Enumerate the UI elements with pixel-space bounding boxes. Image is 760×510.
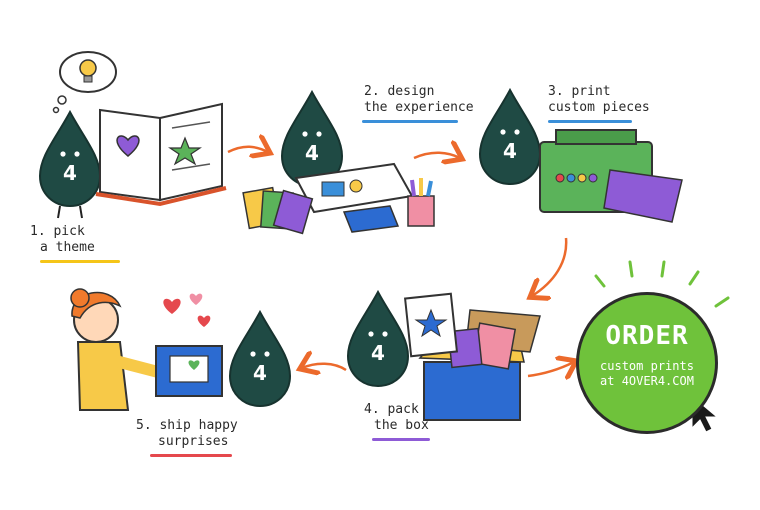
step-3-underline (548, 120, 632, 123)
arrow-1-to-2 (227, 147, 268, 152)
step-1-underline (40, 260, 120, 263)
step-4-illustration: 4 (347, 291, 541, 421)
arrow-4-to-order (527, 362, 574, 376)
design-sheet (294, 162, 414, 214)
lightbulb-icon (79, 59, 97, 83)
mascot-3: 4 (479, 89, 541, 185)
step-2-underline (362, 120, 458, 123)
star-card (403, 292, 459, 358)
pencil-cup (407, 178, 435, 227)
flow-arrows (227, 147, 574, 376)
order-subtitle-line1: custom prints (600, 359, 694, 373)
step-2-label: 2. design the experience (364, 84, 474, 116)
step-4-line1: pack (387, 402, 419, 417)
step-1-illustration: 4 (39, 51, 227, 219)
step-5-illustration: 4 (70, 288, 291, 411)
step-3-illustration: 4 (479, 89, 683, 223)
mascot-1-badge: 4 (63, 161, 77, 185)
step-1-line1: pick (53, 224, 85, 239)
step-1-label: 1. pick a theme (30, 224, 95, 256)
step-4-number: 4. (364, 402, 380, 417)
mascot-2-badge: 4 (305, 141, 319, 165)
mascot-1: 4 (39, 111, 101, 219)
step-2-line1: design (387, 84, 435, 99)
heart-icon (163, 293, 211, 327)
open-box (418, 309, 541, 421)
order-title: ORDER (605, 321, 689, 351)
step-3-number: 3. (548, 84, 564, 99)
color-swatches (242, 186, 314, 235)
gift-box (155, 345, 223, 397)
step-4-underline (372, 438, 430, 441)
order-subtitle-line2: at 4OVER4.COM (600, 374, 694, 388)
step-1-line2: a theme (40, 240, 95, 255)
printed-sheet (603, 169, 683, 223)
star-icon (168, 136, 202, 166)
step-5-underline (150, 454, 232, 457)
step-5-number: 5. (136, 418, 152, 433)
mascot-3-badge: 4 (503, 139, 517, 163)
arrow-4-to-5 (302, 364, 347, 370)
step-3-line2: custom pieces (548, 100, 650, 115)
step-2-illustration: 4 (242, 91, 435, 235)
step-2-number: 2. (364, 84, 380, 99)
step-1-number: 1. (30, 224, 46, 239)
arrow-2-to-3 (413, 153, 460, 158)
cta-burst (594, 260, 730, 308)
mascot-5: 4 (229, 311, 291, 407)
step-5-label: 5. ship happy surprises (136, 418, 238, 450)
pattern-paper (342, 205, 400, 233)
open-book (95, 102, 227, 207)
step-5-line1: ship happy (159, 418, 238, 433)
arrow-3-to-4 (532, 237, 568, 296)
person (70, 288, 164, 411)
mascot-4: 4 (347, 291, 409, 387)
step-3-line1: print (571, 84, 611, 99)
step-2-line2: the experience (364, 100, 474, 115)
order-button[interactable]: ORDER custom prints at 4OVER4.COM (576, 292, 718, 434)
step-5-line2: surprises (158, 434, 229, 449)
step-4-label: 4. pack the box (364, 402, 429, 434)
step-4-line2: the box (374, 418, 429, 433)
heart-icon (116, 135, 140, 157)
step-3-label: 3. print custom pieces (548, 84, 650, 116)
mascot-5-badge: 4 (253, 361, 267, 385)
mascot-2: 4 (281, 91, 343, 187)
mascot-4-badge: 4 (371, 341, 385, 365)
